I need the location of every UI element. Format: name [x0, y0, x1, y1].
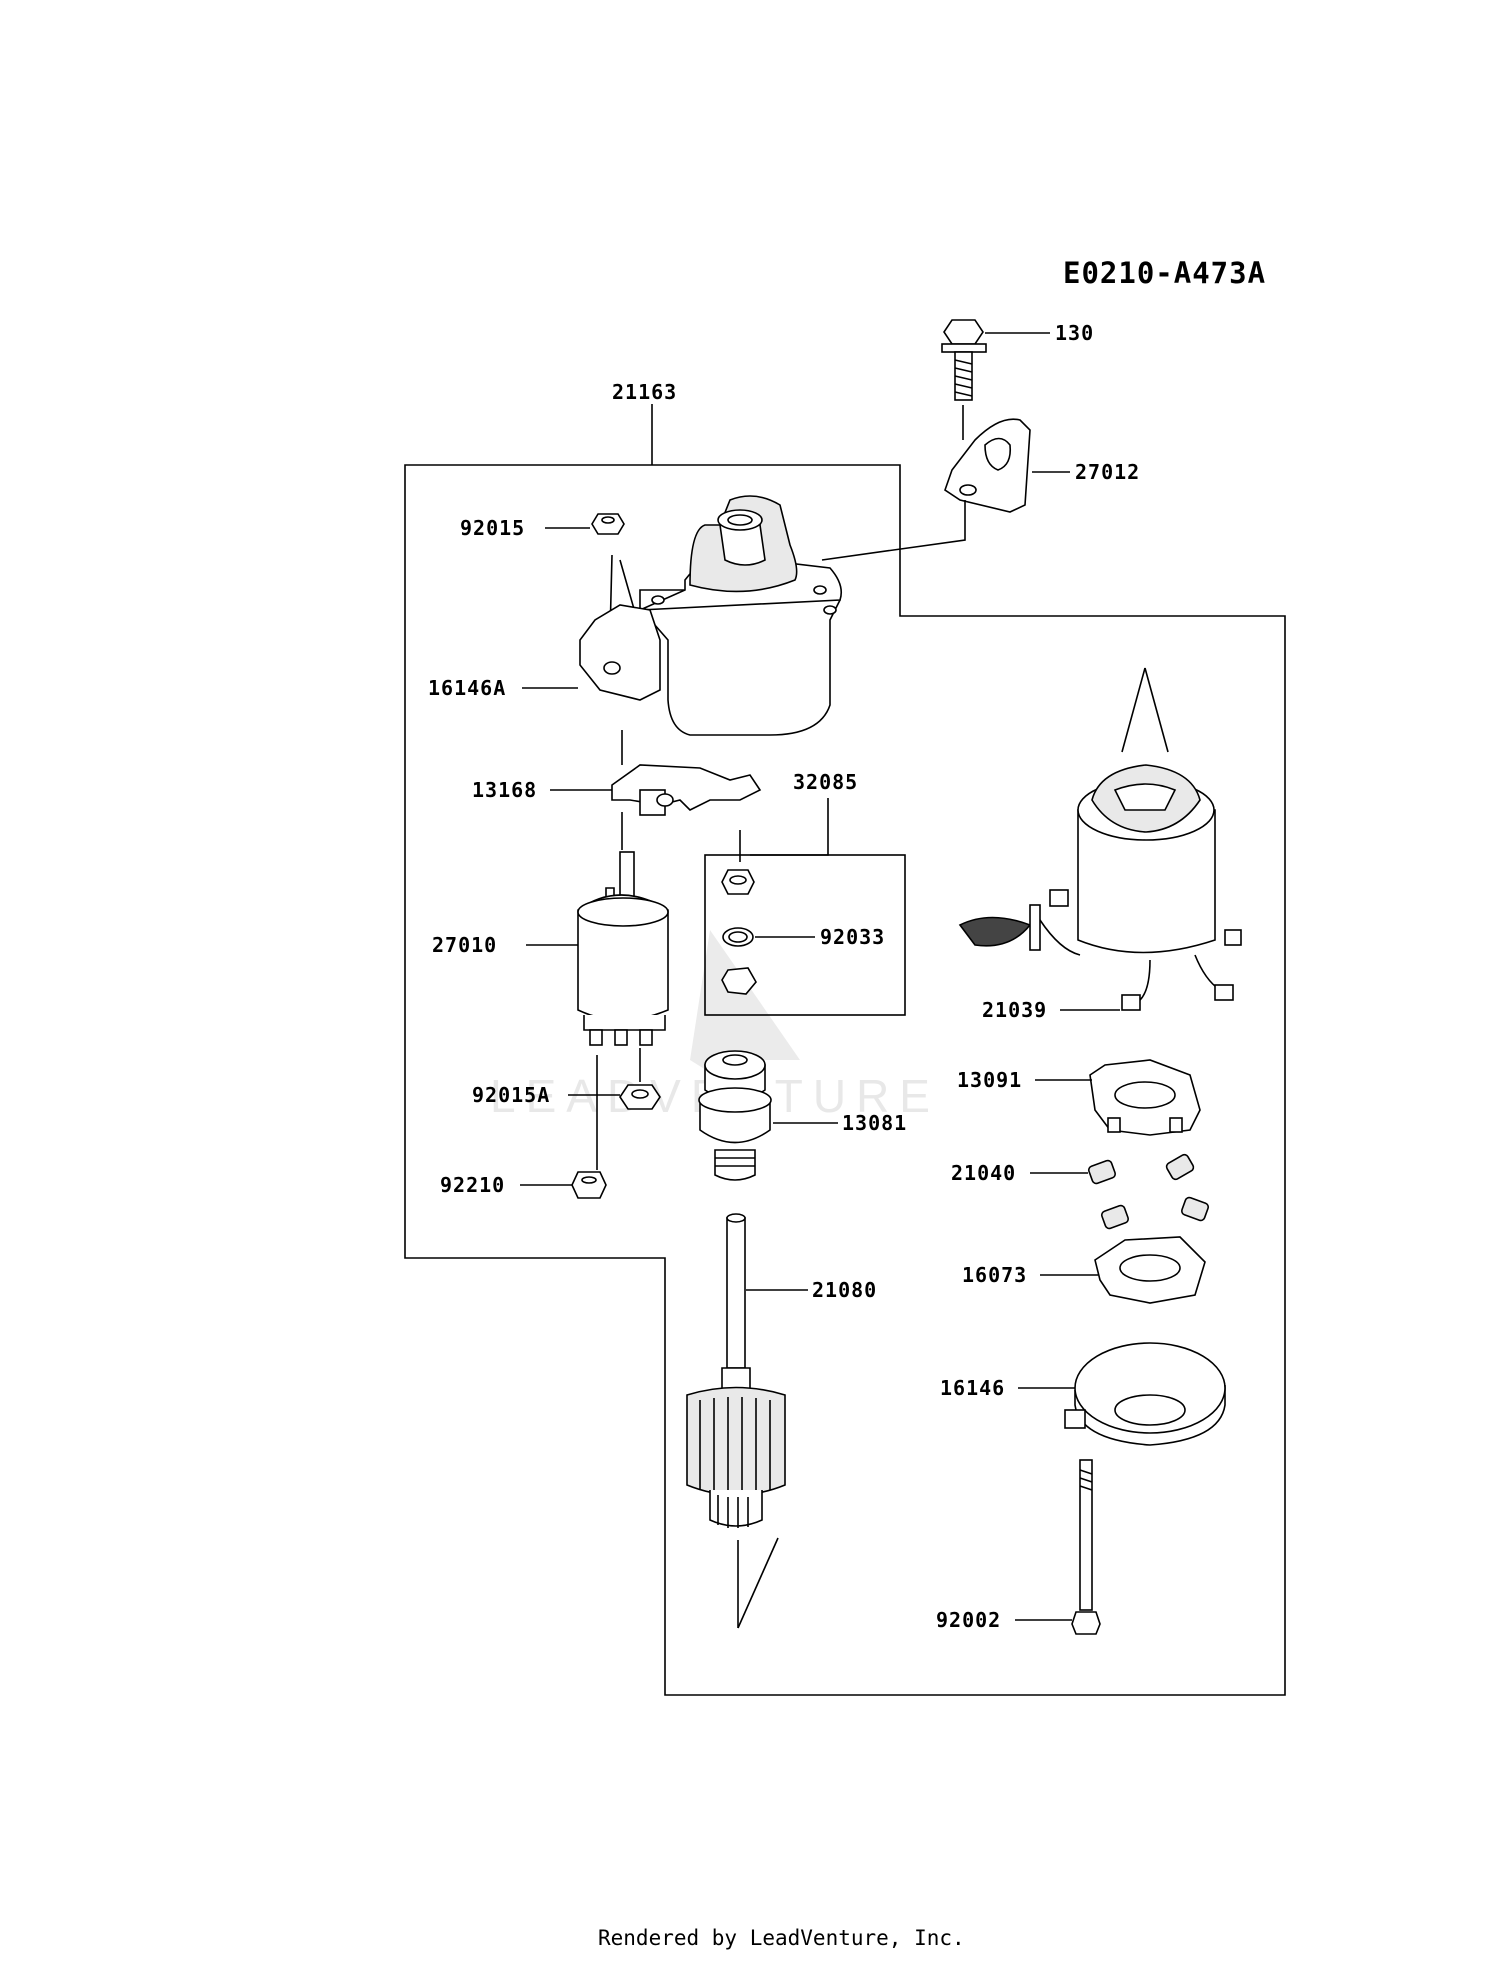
brush-holder-13091-icon: [1089, 1059, 1201, 1136]
callout-27012: 27012: [1075, 460, 1140, 484]
diagram-code: E0210-A473A: [1063, 256, 1266, 290]
footer-credit: Rendered by LeadVenture, Inc.: [598, 1926, 965, 1950]
callout-21039: 21039: [982, 998, 1047, 1022]
bracket-27012-icon: [944, 418, 1031, 513]
callout-92015A: 92015A: [472, 1083, 550, 1107]
callout-16073: 16073: [962, 1263, 1027, 1287]
callout-92002: 92002: [936, 1608, 1001, 1632]
kit-32085-parts-icon: [721, 869, 757, 995]
nut-92015A-icon: [619, 1084, 661, 1110]
callout-13081: 13081: [842, 1111, 907, 1135]
callout-16146: 16146: [940, 1376, 1005, 1400]
assembly-boundary: [404, 464, 1286, 1696]
nut-92210-icon: [571, 1171, 607, 1199]
plate-16073-icon: [1094, 1236, 1206, 1304]
yoke-21039-icon: [958, 764, 1242, 1011]
armature-21080-icon: [686, 1213, 786, 1528]
callout-92015: 92015: [460, 516, 525, 540]
callout-21163: 21163: [612, 380, 677, 404]
callout-13091: 13091: [957, 1068, 1022, 1092]
shift-lever-13168-icon: [611, 764, 762, 816]
rear-cover-16146-icon: [1064, 1342, 1226, 1446]
callout-21080: 21080: [812, 1278, 877, 1302]
callout-130: 130: [1055, 321, 1094, 345]
springs-21040-icon: [1087, 1153, 1210, 1230]
front-housing-16146A-icon: [579, 495, 843, 736]
bolt-130-icon: [941, 319, 987, 401]
callout-13168: 13168: [472, 778, 537, 802]
callout-32085: 32085: [793, 770, 858, 794]
callout-21040: 21040: [951, 1161, 1016, 1185]
callout-16146A: 16146A: [428, 676, 506, 700]
through-bolt-92002-icon: [1071, 1459, 1101, 1635]
callout-92033: 92033: [820, 925, 885, 949]
nut-92015-icon: [591, 513, 625, 535]
solenoid-27010-icon: [577, 851, 669, 1046]
callout-27010: 27010: [432, 933, 497, 957]
callout-92210: 92210: [440, 1173, 505, 1197]
pinion-13081-icon: [698, 1050, 772, 1181]
